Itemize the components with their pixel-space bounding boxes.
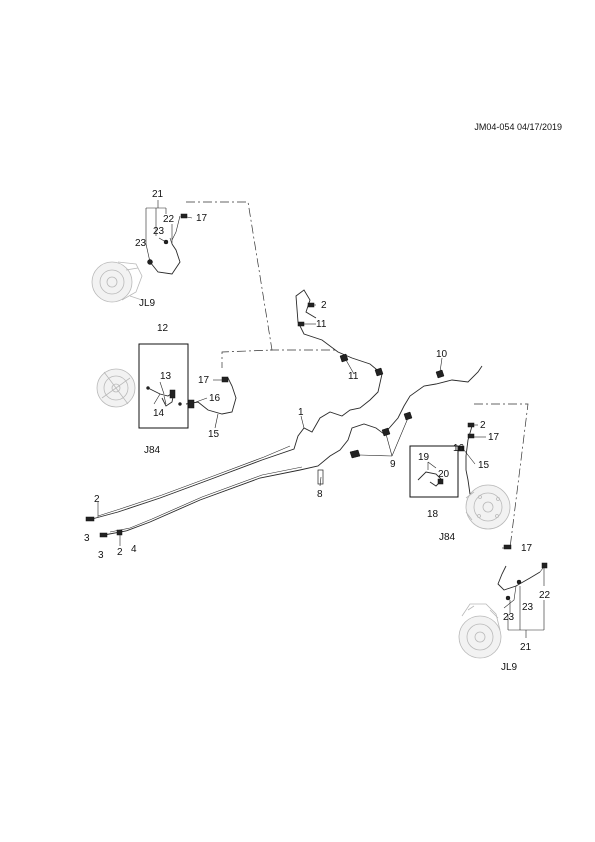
upper-left-brake-drum-ghost <box>91 261 143 303</box>
callout-22: 22 <box>539 590 551 601</box>
callout-12: 12 <box>157 323 169 334</box>
callout-13: 13 <box>160 371 172 382</box>
variant-label-jl9: JL9 <box>139 298 156 309</box>
callout-3: 3 <box>84 533 90 544</box>
callout-2: 2 <box>117 547 123 558</box>
callout-22: 22 <box>163 214 175 225</box>
callout-23: 23 <box>135 238 147 249</box>
reference-lines <box>186 201 529 549</box>
upper-left-flex-hose <box>149 215 181 275</box>
callout-2: 2 <box>321 300 327 311</box>
callout-20: 20 <box>438 469 450 480</box>
callout-16: 16 <box>453 443 465 454</box>
callout-8: 8 <box>317 489 323 500</box>
callout-17: 17 <box>521 543 533 554</box>
leader-lines <box>97 200 545 638</box>
callout-21: 21 <box>520 642 532 653</box>
callout-3: 3 <box>98 550 104 561</box>
variant-label-j84: J84 <box>144 445 161 456</box>
callout-14: 14 <box>153 408 165 419</box>
callout-19: 19 <box>418 452 430 463</box>
callout-17: 17 <box>196 213 208 224</box>
callout-15: 15 <box>208 429 220 440</box>
middle-left-flex-hose <box>185 377 237 415</box>
document-id: JM04-054 04/17/2019 <box>474 122 562 132</box>
detail-box-12-contents <box>146 381 182 407</box>
callout-2: 2 <box>480 420 486 431</box>
callout-1: 1 <box>298 407 304 418</box>
callout-18: 18 <box>427 509 439 520</box>
callout-17: 17 <box>488 432 500 443</box>
callout-16: 16 <box>209 393 221 404</box>
brake-pipe-1 <box>91 289 383 520</box>
detail-box-12 <box>138 343 189 429</box>
detail-box-18-contents <box>417 461 444 487</box>
callout-23: 23 <box>153 226 165 237</box>
detail-box-18 <box>409 445 459 498</box>
right-brake-drum-ghost <box>465 484 511 530</box>
callout-15: 15 <box>478 460 490 471</box>
pipe-fittings <box>85 213 548 601</box>
callout-9: 9 <box>390 459 396 470</box>
variant-label-j84: J84 <box>439 532 456 543</box>
callout-11: 11 <box>348 371 359 382</box>
callout-23: 23 <box>503 612 515 623</box>
middle-left-brake-drum-ghost <box>96 368 136 408</box>
variant-labels: JL9 J84 J84 JL9 <box>139 298 518 673</box>
callout-4: 4 <box>131 544 137 555</box>
callout-10: 10 <box>436 349 448 360</box>
callout-21: 21 <box>152 189 164 200</box>
callout-11: 11 <box>316 319 327 330</box>
callout-23: 23 <box>522 602 534 613</box>
callout-2: 2 <box>94 494 100 505</box>
callout-labels: 1 2 2 2 2 3 3 4 8 9 10 11 11 12 13 14 15… <box>84 189 551 653</box>
variant-label-jl9: JL9 <box>501 662 518 673</box>
brake-pipe-4 <box>103 365 483 536</box>
callout-17: 17 <box>198 375 210 386</box>
lower-right-brake-drum-ghost <box>458 603 502 659</box>
